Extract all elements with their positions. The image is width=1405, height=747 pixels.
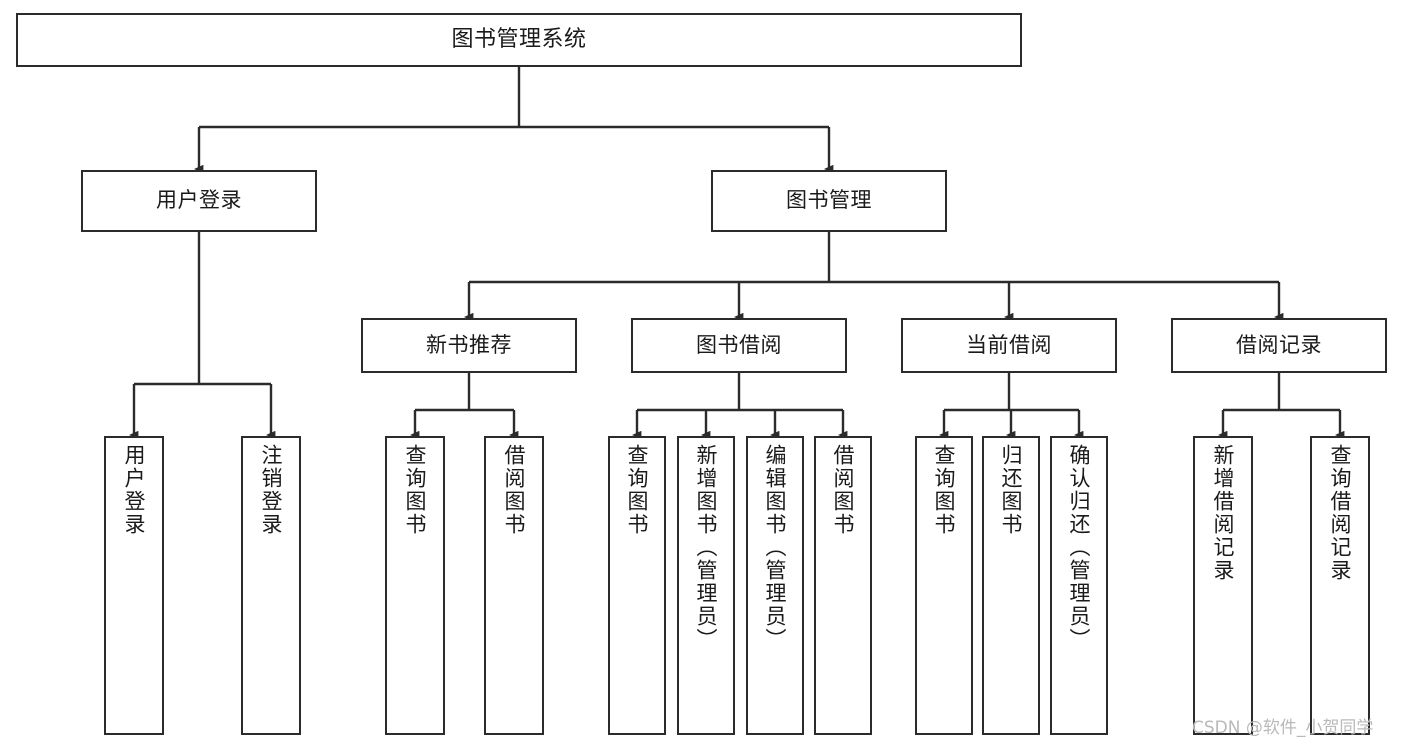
node-label: 借阅图书: [502, 444, 527, 536]
node-leaf-query-3[interactable]: 查询图书: [915, 436, 973, 735]
node-label: 查询借阅记录: [1328, 444, 1353, 582]
node-label: 新增借阅记录: [1211, 444, 1236, 582]
node-leaf-user-login[interactable]: 用户登录: [104, 436, 164, 735]
node-label: 查询图书: [932, 444, 957, 536]
node-current-borrow[interactable]: 当前借阅: [901, 318, 1117, 373]
node-root[interactable]: 图书管理系统: [16, 13, 1022, 67]
node-label: 当前借阅: [966, 332, 1052, 357]
node-leaf-borrow-1[interactable]: 借阅图书: [484, 436, 544, 735]
node-label: 图书借阅: [696, 332, 782, 357]
node-label: 注销登录: [259, 444, 284, 536]
node-borrow-record[interactable]: 借阅记录: [1171, 318, 1387, 373]
node-leaf-add-book[interactable]: 新增图书（管理员）: [677, 436, 735, 735]
node-label: 借阅记录: [1236, 332, 1322, 357]
node-leaf-borrow-2[interactable]: 借阅图书: [814, 436, 872, 735]
node-leaf-return[interactable]: 归还图书: [982, 436, 1040, 735]
node-leaf-qry-record[interactable]: 查询借阅记录: [1310, 436, 1370, 735]
node-label: 归还图书: [999, 444, 1024, 536]
node-new-book-rec[interactable]: 新书推荐: [361, 318, 577, 373]
node-leaf-edit-book[interactable]: 编辑图书（管理员）: [746, 436, 804, 735]
node-book-manage[interactable]: 图书管理: [711, 170, 947, 232]
node-label: 用户登录: [122, 444, 147, 536]
node-label: 新书推荐: [426, 332, 512, 357]
node-book-borrow[interactable]: 图书借阅: [631, 318, 847, 373]
node-label: 查询图书: [625, 444, 650, 536]
node-leaf-query-1[interactable]: 查询图书: [385, 436, 445, 735]
node-label: 编辑图书（管理员）: [763, 444, 788, 651]
node-label: 图书管理系统: [451, 26, 587, 52]
node-label: 借阅图书: [831, 444, 856, 536]
node-label: 用户登录: [156, 188, 242, 213]
node-label: 新增图书（管理员）: [694, 444, 719, 651]
node-leaf-logout[interactable]: 注销登录: [241, 436, 301, 735]
node-leaf-confirm[interactable]: 确认归还（管理员）: [1050, 436, 1108, 735]
node-label: 确认归还（管理员）: [1067, 444, 1092, 651]
node-label: 图书管理: [786, 188, 872, 213]
node-user-login[interactable]: 用户登录: [81, 170, 317, 232]
node-label: 查询图书: [403, 444, 428, 536]
node-leaf-query-2[interactable]: 查询图书: [608, 436, 666, 735]
node-leaf-add-record[interactable]: 新增借阅记录: [1193, 436, 1253, 735]
